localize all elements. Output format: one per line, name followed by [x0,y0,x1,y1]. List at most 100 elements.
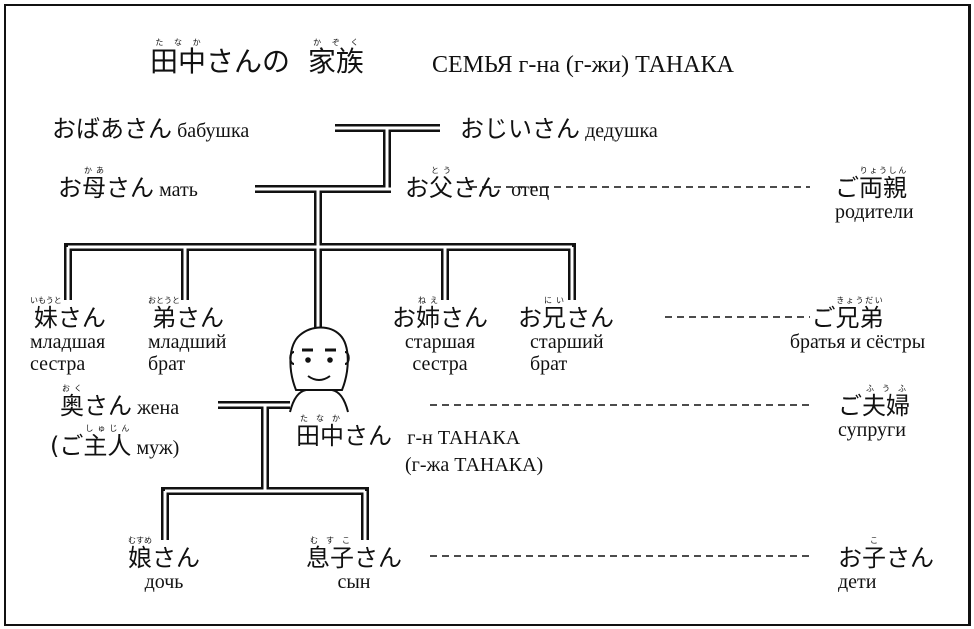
children-suffix: さん [886,544,934,572]
older-brother-ru2: брат [530,353,568,376]
daughter-kanji: 娘 [128,544,152,572]
furigana: とう [429,166,453,175]
mother-label: お母かあさん мать [58,166,198,201]
couple-ru: супруги [838,419,906,442]
tanaka-ru2: (г-жа ТАНАКА) [405,454,544,476]
husband-label: (ご主人しゅじん муж) [50,424,179,459]
children-label: お子こさん дети [838,536,934,593]
daughter-suffix: さん [152,544,200,572]
tanaka-label: 田中たなかさん г-н ТАНАКА [296,414,520,449]
tanaka-kanji: 田中 [296,422,344,450]
wife-ru: жена [137,397,180,419]
grandmother-jp: おばあさん [52,115,172,143]
furigana: かぞく [307,38,364,47]
siblings-prefix: ご [811,304,836,332]
furigana: りょうしん [859,166,907,175]
mother-suffix: さん [106,174,154,202]
title-russian: СЕМЬЯ г-на (г-жи) ТАНАКА [432,52,734,78]
father-label: お父とうさん отец [405,166,549,201]
grandfather-ru: дедушка [585,120,658,142]
furigana: むすこ [306,536,354,545]
grandfather-label: おじいさん дедушка [460,116,658,142]
parents-ru: родители [835,201,914,224]
couple-label: ご夫婦ふうふ супруги [838,384,910,441]
son-kanji: 息子 [306,544,354,572]
couple-kanji: 夫婦 [862,392,910,420]
older-sister-prefix: お [392,304,416,332]
father-suffix: さん [453,174,501,202]
father-kanji: 父 [429,174,453,202]
furigana: いもうと [30,296,62,305]
tanaka-suffix: さん [344,422,392,450]
younger-brother-ru2: брат [148,353,186,376]
older-sister-ru2: сестра [412,353,468,376]
grandmother-ru: бабушка [177,120,250,142]
title-san-no: さんの [206,45,291,78]
furigana: ふうふ [862,384,910,393]
furigana: きょうだい [835,296,884,305]
tanaka-ru1: г-н ТАНАКА [407,427,521,449]
wife-kanji: 奥 [60,392,84,420]
father-ru: отец [511,179,550,201]
furigana: こ [862,536,886,545]
furigana: たなか [150,38,206,47]
older-sister-kanji: 姉 [416,304,440,332]
son-ru: сын [337,571,371,594]
older-brother-ru1: старший [530,331,604,354]
father-prefix: お [405,174,429,202]
furigana: おく [60,384,84,393]
children-ru: дети [838,571,877,594]
older-brother-kanji: 兄 [542,304,566,332]
couple-prefix: ご [838,392,862,420]
younger-sister-ru1: младшая [30,331,106,354]
wife-suffix: さん [84,392,132,420]
connector-inner [66,126,574,542]
parents-kanji: 両親 [859,174,907,202]
siblings-ru: братья и сёстры [789,331,926,354]
mother-ru: мать [159,179,198,201]
younger-sister-suffix: さん [57,304,106,332]
younger-brother-kanji: 弟 [148,304,180,332]
diagram-frame [4,4,971,626]
furigana: たなか [296,414,344,423]
younger-sister-ru2: сестра [30,353,86,376]
older-brother-prefix: お [518,304,542,332]
son-suffix: さん [354,544,402,572]
children-kanji: 子 [862,544,886,572]
furigana: しゅじん [83,424,132,433]
husband-prefix: (ご [50,432,84,460]
title-kazoku: 家族 [307,45,364,78]
person-head-icon [289,326,350,413]
siblings-kanji: 兄弟 [835,304,884,332]
grandfather-jp: おじいさん [460,115,580,143]
siblings-label: ご兄弟きょうだい братья и сёстры [760,296,955,353]
grandmother-label: おばあさん бабушка [52,116,249,142]
title-japanese-full: 田中たなかさんの 家族かぞく [150,38,364,78]
children-prefix: お [838,544,862,572]
furigana: むすめ [128,536,152,545]
husband-ru: муж) [136,437,180,459]
furigana: おとうと [148,296,180,305]
title-tanaka: 田中 [150,45,207,78]
younger-brother-suffix: さん [176,304,224,332]
younger-brother-ru1: младший [148,331,227,354]
mother-prefix: お [58,174,82,202]
older-sister-suffix: さん [440,304,488,332]
dashed-leaders [430,186,810,557]
mother-kanji: 母 [82,174,106,202]
older-brother-suffix: さん [566,304,614,332]
furigana: かあ [82,166,106,175]
younger-sister-kanji: 妹 [30,304,62,332]
furigana: ねえ [416,296,440,305]
husband-kanji: 主人 [83,432,132,460]
wife-label: 奥おくさん жена [60,384,179,419]
daughter-ru: дочь [144,571,184,594]
